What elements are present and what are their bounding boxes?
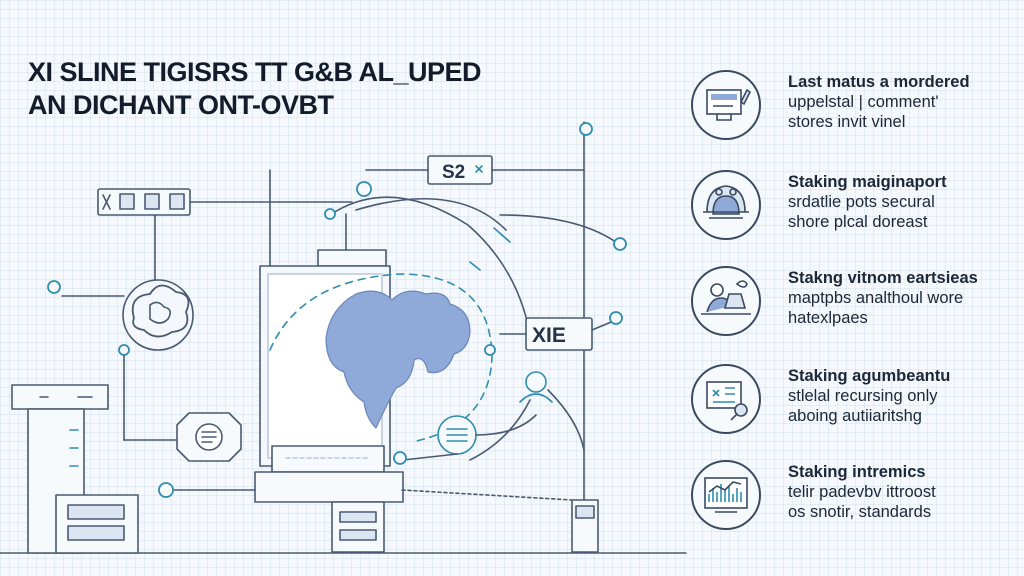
feature-description-line: stores invit vinel (788, 113, 906, 131)
page-title-line-1: XI SLINE TIGISRS TT G&B AL_UPED (28, 57, 482, 87)
feature-item-4: Staking agumbeantu stlelal recursing onl… (686, 364, 1016, 444)
feature-text-1: Last matus a mordered uppelstal | commen… (788, 72, 1016, 132)
link-list-node (402, 414, 537, 461)
person-at-laptop-icon (691, 266, 761, 336)
robot-head-icon (691, 170, 761, 240)
user-node (519, 371, 553, 403)
hub-node (176, 412, 242, 462)
feature-text-2: Staking maiginaport srdatlie pots secura… (788, 172, 1016, 232)
feature-description-line: stlelal recursing only (788, 387, 938, 405)
server-rack-left (11, 384, 139, 554)
feature-heading: Last matus a mordered (788, 73, 970, 91)
list-node (437, 415, 477, 455)
region-map-shape (325, 290, 471, 429)
feature-item-5: Staking intremics telir padevbv ittroost… (686, 460, 1016, 540)
endpoint-node (393, 451, 407, 465)
switch-device (97, 188, 191, 216)
feature-text-4: Staking agumbeantu stlelal recursing onl… (788, 366, 1016, 426)
feature-item-2: Staking maiginaport srdatlie pots secura… (686, 170, 1016, 250)
link-arc-top (329, 196, 529, 326)
dashed-orbit (269, 273, 493, 443)
feature-description-line: os snotir, standards (788, 503, 932, 521)
feature-heading: Stakng vitnom eartsieas (788, 269, 978, 287)
link-bottom (401, 489, 573, 501)
feature-text-3: Stakng vitnom eartsieas maptpbs analthou… (788, 268, 1016, 328)
s2-tag: S2 (427, 155, 493, 185)
endpoint-node (484, 344, 496, 356)
endpoint-node (118, 344, 130, 356)
feature-text-5: Staking intremics telir padevbv ittroost… (788, 462, 1016, 522)
feature-heading: Staking intremics (788, 463, 926, 481)
page-title: XI SLINE TIGISRS TT G&B AL_UPED AN DICHA… (28, 56, 482, 122)
endpoint-node (613, 237, 627, 251)
svg-text:S2: S2 (442, 162, 465, 183)
feature-heading: Staking agumbeantu (788, 367, 951, 385)
link-user (469, 389, 585, 461)
endpoint-node (579, 122, 593, 136)
endpoint-node (609, 311, 623, 325)
feature-item-1: Last matus a mordered uppelstal | commen… (686, 70, 1016, 150)
feature-description-line: aboing autiiaritshg (788, 407, 922, 425)
endpoint-node (356, 181, 372, 197)
network-diagram: S2 XIE (0, 121, 687, 554)
feature-heading: Staking maiginaport (788, 173, 947, 191)
storage-bucket (571, 499, 599, 553)
endpoint-node (158, 482, 174, 498)
cloud-node (122, 279, 194, 351)
link-right-arc (499, 214, 621, 246)
feature-description-line: shore plcal doreast (788, 213, 928, 231)
monitor-with-pen-icon (691, 70, 761, 140)
feature-description-line: hatexlpaes (788, 309, 868, 327)
feature-description-line: uppelstal | comment' (788, 93, 939, 111)
endpoint-node (324, 208, 336, 220)
xie-box: XIE (525, 317, 593, 351)
endpoint-node (47, 280, 61, 294)
svg-text:XIE: XIE (532, 324, 566, 347)
analytics-chart-icon (691, 460, 761, 530)
feature-item-3: Stakng vitnom eartsieas maptpbs analthou… (686, 266, 1016, 346)
feature-description-line: maptpbs analthoul wore (788, 289, 964, 307)
page-title-line-2: AN DICHANT ONT-OVBT (28, 90, 334, 120)
feature-description-line: telir padevbv ittroost (788, 483, 936, 501)
screen-with-tools-icon (691, 364, 761, 434)
feature-description-line: srdatlie pots secural (788, 193, 935, 211)
